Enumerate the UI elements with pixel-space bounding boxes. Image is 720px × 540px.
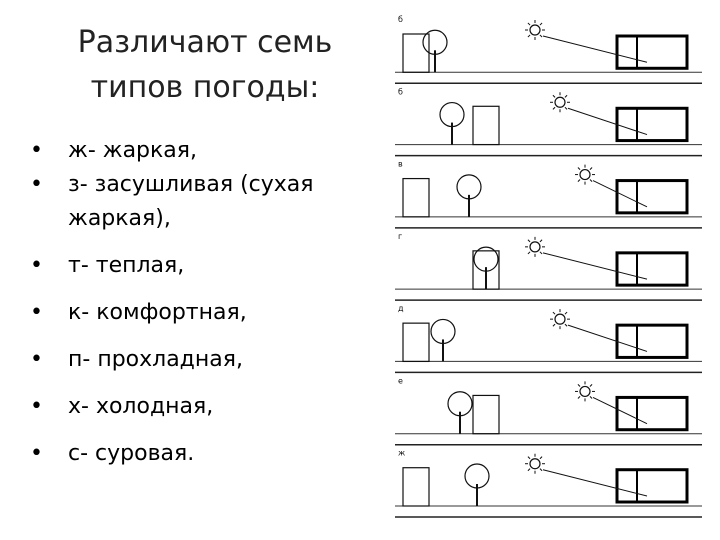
sun-icon xyxy=(554,313,566,325)
tree-crown xyxy=(430,318,456,345)
sun-ray xyxy=(564,311,568,315)
sun-icon xyxy=(529,241,541,253)
list-item: х- холодная, xyxy=(30,390,370,424)
sun-ray xyxy=(539,468,543,472)
weather-types-list: ж- жаркая, з- засушливая (сухая жаркая),… xyxy=(30,134,370,484)
building xyxy=(402,467,430,507)
sun-beam xyxy=(567,324,648,352)
sun-ray xyxy=(552,311,556,315)
room-section xyxy=(615,179,689,215)
sun-ray xyxy=(539,34,543,38)
list-item: ж- жаркая, xyxy=(30,134,370,168)
sun-ray xyxy=(577,167,581,170)
list-item: п- прохладная, xyxy=(30,343,370,377)
list-item: т- теплая, xyxy=(30,249,370,283)
room-section xyxy=(615,34,689,70)
building xyxy=(402,177,430,218)
tree-crown xyxy=(456,174,482,200)
panel-label: в xyxy=(398,160,403,169)
list-item: з- засушливая (сухая жаркая), xyxy=(30,168,370,236)
room-section xyxy=(615,468,689,504)
sun-beam xyxy=(542,252,648,280)
sun-beam xyxy=(592,396,648,425)
sun-ray xyxy=(527,22,531,26)
building xyxy=(472,250,500,290)
sun-ray xyxy=(552,323,556,327)
sun-beam xyxy=(567,107,648,136)
sun-ray xyxy=(527,468,531,472)
sun-ray xyxy=(577,384,581,387)
sun-beam xyxy=(542,35,648,63)
sun-ray xyxy=(564,94,568,98)
tree-crown xyxy=(439,101,465,128)
tree-crown xyxy=(422,29,448,55)
sun-ray xyxy=(577,179,581,182)
sun-ray xyxy=(539,456,543,460)
panel-label: б xyxy=(398,87,403,96)
building xyxy=(402,322,430,363)
sun-ray xyxy=(564,323,568,327)
sun-ray xyxy=(527,34,531,38)
sun-beam xyxy=(592,180,648,208)
sun-icon xyxy=(529,458,541,470)
list-item: к- комфортная, xyxy=(30,296,370,330)
weather-types-illustration: б б в г д е ж xyxy=(395,12,702,518)
list-item: с- суровая. xyxy=(30,437,370,471)
sun-icon xyxy=(579,385,591,398)
sun-ray xyxy=(527,456,531,460)
panel-label: г xyxy=(398,232,402,241)
title-line-1: Различают семь xyxy=(77,25,333,60)
sun-beam xyxy=(542,469,648,497)
sun-icon xyxy=(554,96,566,108)
sun-ray xyxy=(552,106,556,110)
building xyxy=(402,33,430,73)
sun-ray xyxy=(552,94,556,98)
sun-ray xyxy=(564,106,568,110)
room-section xyxy=(615,251,689,287)
panel-label: б xyxy=(398,15,403,24)
sun-ray xyxy=(527,251,531,255)
sun-ray xyxy=(527,239,531,243)
building xyxy=(472,105,500,146)
sun-ray xyxy=(589,396,593,399)
tree-crown xyxy=(447,391,473,417)
sun-ray xyxy=(539,251,543,255)
room-section xyxy=(615,323,689,359)
room-section xyxy=(615,106,689,143)
sun-icon xyxy=(529,24,541,36)
sun-icon xyxy=(579,168,591,181)
sun-ray xyxy=(589,167,593,170)
room-section xyxy=(615,395,689,432)
sun-ray xyxy=(539,239,543,243)
tree-crown xyxy=(473,246,499,272)
sun-ray xyxy=(589,179,593,182)
building xyxy=(472,394,500,435)
sun-ray xyxy=(577,396,581,399)
sun-ray xyxy=(539,22,543,26)
illustration-svg: б б в г д е ж xyxy=(395,15,702,518)
title-line-2: типов погоды: xyxy=(90,70,320,105)
slide-title: Различают семь типов погоды: xyxy=(40,20,370,110)
tree-crown xyxy=(464,463,490,489)
sun-ray xyxy=(589,384,593,387)
panel-label: е xyxy=(398,376,403,385)
panel-label: д xyxy=(398,304,404,313)
panel-label: ж xyxy=(398,449,405,458)
